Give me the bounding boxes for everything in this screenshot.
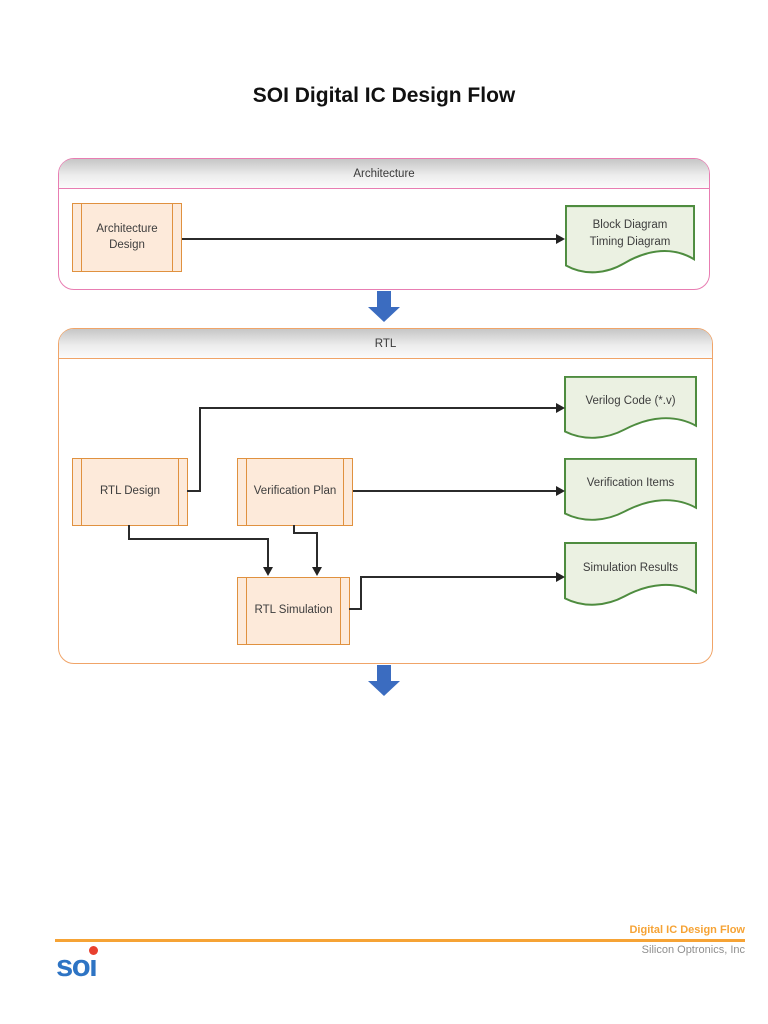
document-shape-icon bbox=[564, 458, 697, 521]
connector-vplan-to-items bbox=[353, 490, 556, 492]
process-architecture-design: Architecture Design bbox=[72, 203, 182, 272]
process-rtl-design-label: RTL Design bbox=[99, 485, 161, 498]
arrowhead-right-icon bbox=[556, 403, 565, 413]
document-verification-items: Verification Items bbox=[564, 458, 697, 525]
arrowhead-right-icon bbox=[556, 572, 565, 582]
flow-arrow-head bbox=[368, 307, 400, 322]
process-rtl-simulation-label: RTL Simulation bbox=[254, 604, 333, 617]
connector-rtldesign-to-sim bbox=[128, 538, 269, 540]
flow-down-arrow-icon bbox=[368, 665, 400, 696]
document-verilog-code: Verilog Code (*.v) bbox=[564, 376, 697, 443]
process-verification-plan: Verification Plan bbox=[237, 458, 353, 526]
flow-down-arrow-icon bbox=[368, 291, 400, 322]
arrowhead-down-icon bbox=[312, 567, 322, 576]
document-block-timing-label: Block Diagram Timing Diagram bbox=[589, 219, 671, 248]
connector-vplan-to-sim bbox=[293, 532, 318, 534]
document-shape-icon bbox=[564, 376, 697, 439]
connector-sim-to-results bbox=[360, 576, 556, 578]
soi-logo-dot-icon bbox=[89, 946, 99, 955]
connector-sim-to-results bbox=[349, 608, 362, 610]
connector-rtldesign-to-verilog bbox=[199, 407, 556, 409]
process-rtl-simulation: RTL Simulation bbox=[237, 577, 350, 645]
connector-rtldesign-to-verilog bbox=[187, 490, 201, 492]
process-architecture-design-label: Architecture Design bbox=[96, 222, 158, 251]
connector-rtldesign-to-verilog bbox=[199, 407, 201, 492]
flow-arrow-head bbox=[368, 681, 400, 696]
arrowhead-down-icon bbox=[263, 567, 273, 576]
section-rtl-label: RTL bbox=[374, 337, 397, 350]
footer-doc-title: Digital IC Design Flow bbox=[629, 924, 745, 936]
connector-vplan-to-sim bbox=[316, 532, 318, 568]
connector-sim-to-results bbox=[360, 577, 362, 610]
document-simulation-results-label: Simulation Results bbox=[582, 561, 679, 574]
arrowhead-right-icon bbox=[556, 234, 565, 244]
soi-logo: soı bbox=[56, 946, 99, 983]
document-verification-items-label: Verification Items bbox=[586, 477, 675, 490]
section-architecture-label: Architecture bbox=[353, 167, 415, 180]
section-rtl-header: RTL bbox=[59, 329, 712, 359]
arrowhead-right-icon bbox=[556, 486, 565, 496]
footer-company: Silicon Optronics, Inc bbox=[641, 944, 745, 956]
document-simulation-results: Simulation Results bbox=[564, 542, 697, 610]
connector-archdesign-to-doc bbox=[182, 238, 556, 240]
connector-rtldesign-to-sim bbox=[128, 525, 130, 540]
connector-vplan-to-sim bbox=[293, 525, 295, 534]
connector-rtldesign-to-sim bbox=[267, 538, 269, 568]
footer-rule bbox=[55, 939, 745, 942]
process-verification-plan-label: Verification Plan bbox=[253, 485, 337, 498]
document-shape-icon bbox=[564, 542, 697, 606]
page-title: SOI Digital IC Design Flow bbox=[252, 84, 516, 107]
process-rtl-design: RTL Design bbox=[72, 458, 188, 526]
section-architecture-header: Architecture bbox=[59, 159, 709, 189]
document-verilog-code-label: Verilog Code (*.v) bbox=[585, 395, 676, 408]
flow-arrow-stem bbox=[377, 291, 391, 307]
flow-arrow-stem bbox=[377, 665, 391, 681]
document-shape-icon bbox=[565, 205, 695, 274]
soi-logo-text: soı bbox=[56, 948, 98, 983]
document-block-timing-diagram: Block Diagram Timing Diagram bbox=[565, 205, 695, 278]
